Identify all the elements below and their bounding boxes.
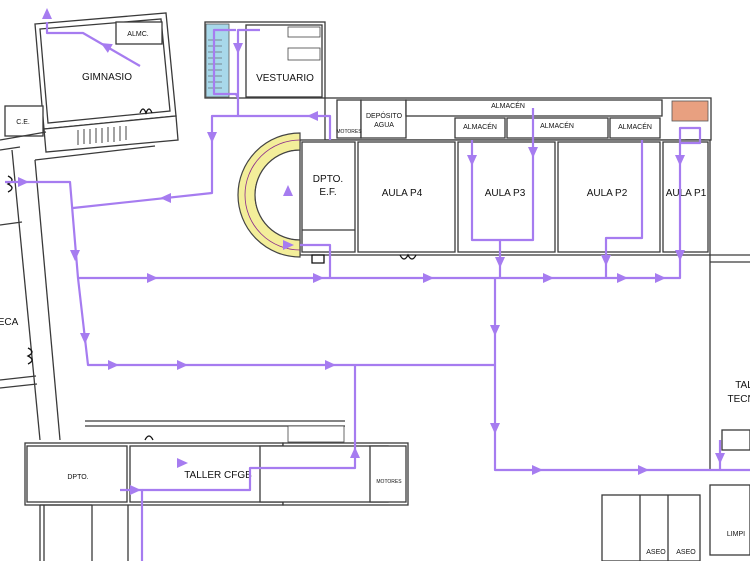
route-arrow-icon (675, 250, 685, 261)
label-motores-bottom: MOTORES (376, 479, 402, 485)
route-arrow-icon (601, 255, 611, 266)
label-taller-cfgb: TALLER CFGB (184, 470, 252, 481)
label-aseo-2: ASEO (676, 549, 696, 556)
label-aseo-1: ASEO (646, 549, 666, 556)
left-corridor-walls (0, 131, 156, 441)
route-arrow-icon (42, 8, 52, 19)
route-arrow-icon (528, 147, 538, 158)
route-arrow-icon (490, 423, 500, 434)
route-arrow-icon (638, 465, 649, 475)
aulas-row (299, 139, 711, 264)
route-arrow-icon (18, 177, 29, 187)
label-motores-top: MOTORES (336, 129, 362, 135)
gimnasio-block (34, 12, 179, 153)
storage-row (324, 97, 712, 157)
route-arrow-icon (307, 111, 318, 121)
route-corridor-upper (78, 126, 702, 280)
route-arrow-icon (147, 273, 158, 283)
label-gimnasio: GIMNASIO (82, 72, 132, 83)
route-arrow-icon (655, 273, 666, 283)
route-arrow-icon (80, 333, 90, 344)
circular-stair (237, 132, 301, 258)
label-aula-p3: AULA P3 (485, 188, 526, 199)
label-almacen-a: ALMACÉN (463, 122, 497, 131)
route-blue-stair (212, 28, 239, 99)
route-arrow-icon (715, 453, 725, 464)
route-arrow-icon (325, 360, 336, 370)
route-arrow-icon (130, 485, 141, 495)
label-aula-p1: AULA P1 (666, 188, 707, 199)
route-stair-ef (300, 243, 332, 278)
label-aula-p2: AULA P2 (587, 188, 628, 199)
label-almacen-b: ALMACÉN (540, 121, 574, 130)
label-dpto-ef-1: DPTO. (313, 174, 343, 185)
label-taller-tecno-1: TAL (735, 380, 750, 391)
route-gimnasio (45, 22, 141, 67)
route-arrow-icon (423, 273, 434, 283)
route-arrow-icon (543, 273, 554, 283)
route-arrow-icon (207, 132, 217, 143)
label-deposito-1: DEPÓSITO (366, 111, 403, 120)
label-almacen-long: ALMACÉN (491, 101, 525, 110)
right-walls (601, 254, 750, 561)
route-arrow-icon (532, 465, 543, 475)
route-vestuario (72, 28, 260, 210)
route-arrow-icon (177, 360, 188, 370)
label-vestuario: VESTUARIO (256, 73, 314, 84)
route-arrow-icon (233, 43, 243, 54)
label-taller-tecno-2: TECNO (728, 394, 750, 405)
route-arrow-icon (177, 458, 188, 468)
route-arrow-icon (100, 43, 113, 53)
route-arrow-icon (283, 240, 294, 250)
route-arrows (18, 8, 725, 495)
label-aula-p4: AULA P4 (382, 188, 423, 199)
route-arrow-icon (490, 325, 500, 336)
route-arrow-icon (283, 185, 293, 196)
label-almacen-c: ALMACÉN (618, 122, 652, 131)
route-arrow-icon (160, 193, 171, 203)
label-dpto: DPTO. (67, 474, 88, 481)
evacuation-routes (5, 22, 750, 561)
label-dpto-ef-2: E.F. (319, 187, 336, 198)
label-deposito-2: AGUA (374, 122, 394, 129)
route-arrow-icon (675, 155, 685, 166)
vestuario-block (204, 21, 326, 99)
taller-block (24, 420, 409, 561)
route-arrow-icon (70, 250, 80, 261)
label-ce: C.E. (16, 119, 30, 126)
label-limpieza-partial: LIMPI (727, 531, 745, 538)
label-biblioteca-partial: ECA (0, 317, 19, 328)
route-arrow-icon (467, 155, 477, 166)
route-arrow-icon (617, 273, 628, 283)
route-arrow-icon (350, 447, 360, 458)
label-almc: ALMC. (127, 31, 148, 38)
route-taller-2 (142, 365, 357, 492)
route-arrow-icon (313, 273, 324, 283)
route-dpto-ef (238, 114, 332, 140)
route-main-right (493, 278, 750, 472)
route-arrow-icon (108, 360, 119, 370)
route-arrow-icon (495, 257, 505, 268)
